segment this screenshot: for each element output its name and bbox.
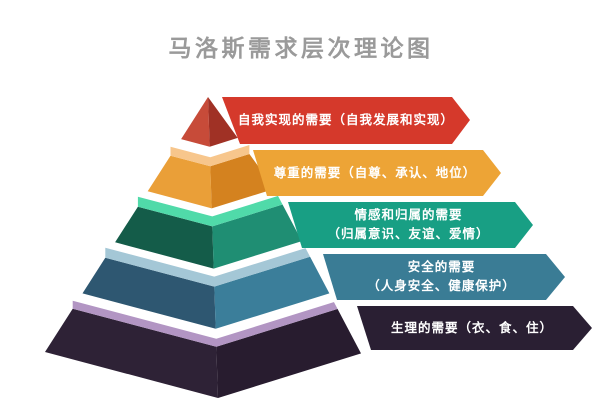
banner-safety	[323, 254, 565, 300]
pyramid-level5-left-face	[45, 308, 218, 398]
pyramid-level2-left-face	[147, 155, 212, 209]
page-title: 马洛斯需求层次理论图	[168, 36, 434, 62]
pyramid-level4-right-face	[214, 253, 347, 329]
banner-physiological	[357, 306, 592, 350]
pyramid	[45, 97, 388, 398]
pyramid-level5-right-face	[216, 302, 388, 398]
pyramid-level1-right-face	[208, 97, 238, 147]
pyramid-level2-rim	[170, 145, 250, 167]
banner-self-actualization	[222, 97, 470, 144]
pyramid-level3-rim	[137, 193, 286, 227]
banner-esteem	[253, 150, 501, 196]
pyramid-level4-left-face	[82, 257, 216, 329]
pyramid-level3-right-face	[212, 203, 311, 269]
banners	[222, 97, 592, 350]
pyramid-level1-left-face	[181, 97, 210, 147]
pyramid-level4-rim	[105, 243, 322, 287]
banner-belonging	[288, 202, 533, 248]
pyramid-level3-left-face	[115, 206, 214, 269]
pyramid-level5-rim	[72, 294, 358, 347]
